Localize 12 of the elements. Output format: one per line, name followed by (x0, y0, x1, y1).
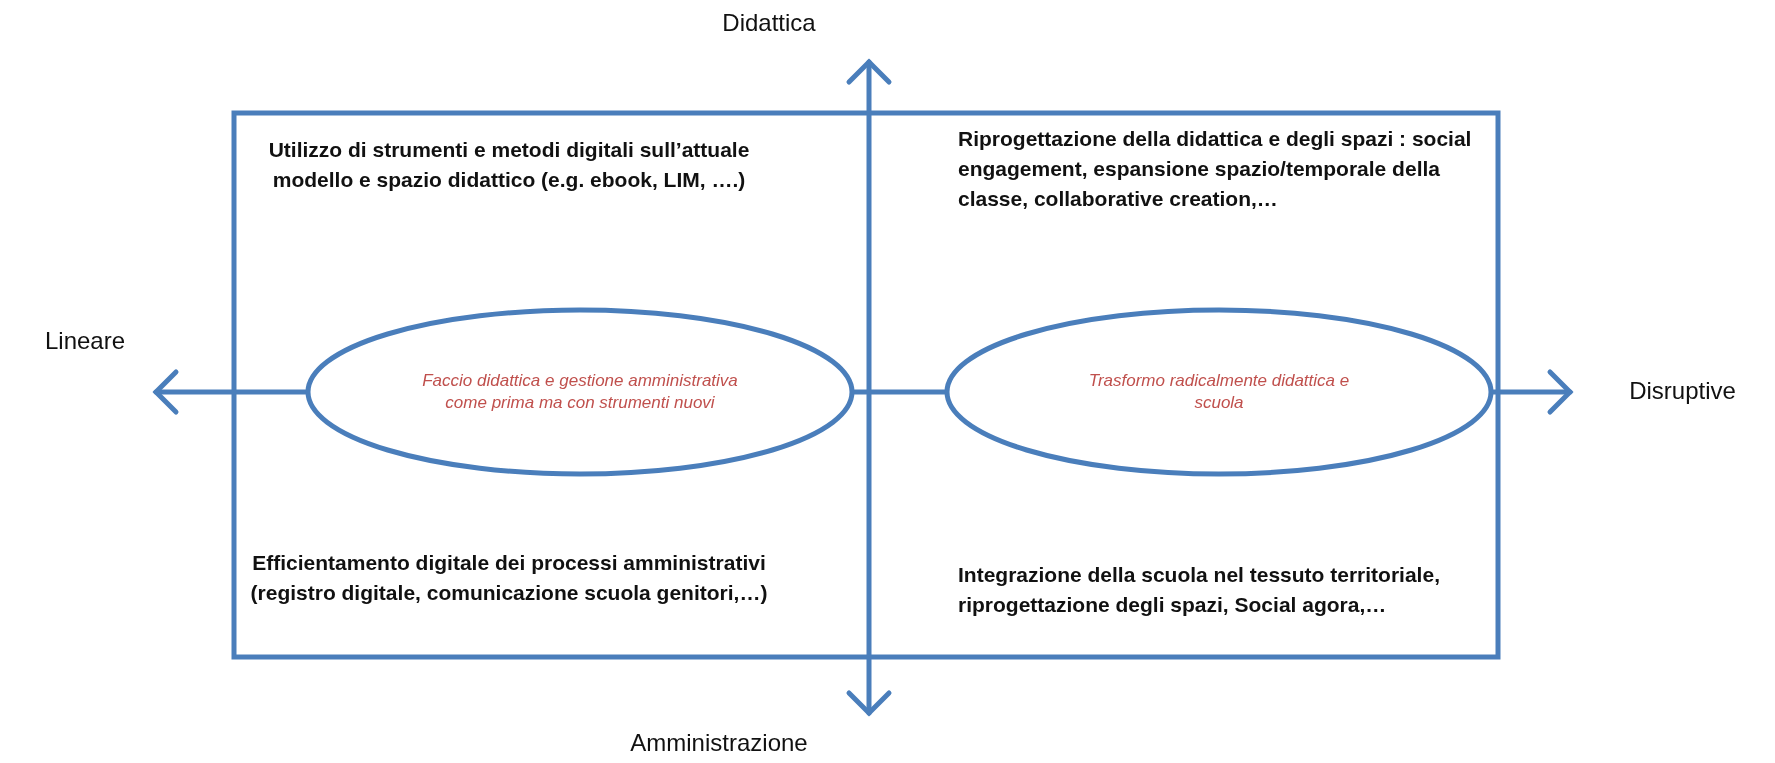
axis-label: Didattica (722, 9, 816, 36)
axis-label: Disruptive (1629, 377, 1736, 404)
quadrant-text: Integrazione della scuola nel tessuto territoriale, riprogettazione degli spazi, Social agora,… (958, 563, 1440, 616)
quadrant-text: Riprogettazione della didattica e degli spazi : social engagement, espansione spazio/temporale della classe, collaborative creation,… (958, 127, 1472, 210)
axis-label: Amministrazione (630, 729, 808, 756)
quadrant-text: Utilizzo di strumenti e metodi digitali sull’attuale modello e spazio didattico (e.g. ebook, LIM, ….) (268, 138, 750, 191)
ellipse (305, 307, 855, 477)
quadrant-text: Efficientamento digitale dei processi amministrativi (registro digitale, comunicazione scuola genitori,…) (250, 551, 768, 604)
axis-label: Lineare (44, 327, 126, 354)
ellipse-text: Trasformo radicalmente didattica e scuola (1087, 370, 1351, 414)
ellipse (944, 307, 1494, 477)
ellipse-text: Faccio didattica e gestione amministrativa come prima ma con strumenti nuovi (421, 370, 739, 414)
